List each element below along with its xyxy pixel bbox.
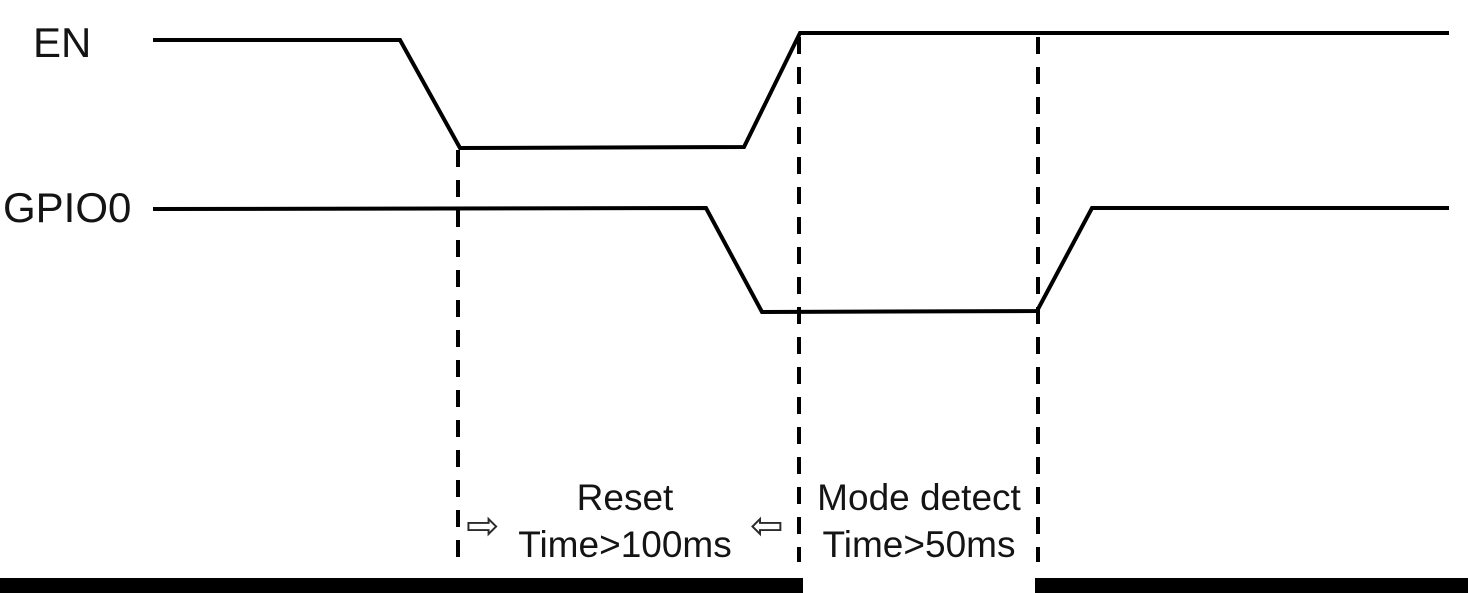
- bottom-bar-right-segment: [1035, 578, 1468, 593]
- signal-label-gpio0: GPIO0: [3, 184, 132, 231]
- signal-label-en: EN: [33, 19, 92, 66]
- bottom-bar-left-segment: [0, 578, 803, 593]
- mode-detect-annotation-title: Mode detect: [817, 477, 1021, 518]
- reset-annotation: Reset Time>100ms: [445, 474, 805, 568]
- gpio0-waveform: [152, 205, 1449, 315]
- left-white-arrow-icon: ⇦: [750, 503, 784, 549]
- reset-annotation-title: Reset: [576, 477, 674, 518]
- right-white-arrow-icon: ⇨: [466, 503, 500, 549]
- mode-detect-annotation-time: Time>50ms: [822, 524, 1016, 565]
- mode-detect-annotation: Mode detect Time>50ms: [799, 474, 1039, 568]
- en-waveform: [153, 31, 1449, 151]
- reset-annotation-time: Time>100ms: [518, 524, 732, 565]
